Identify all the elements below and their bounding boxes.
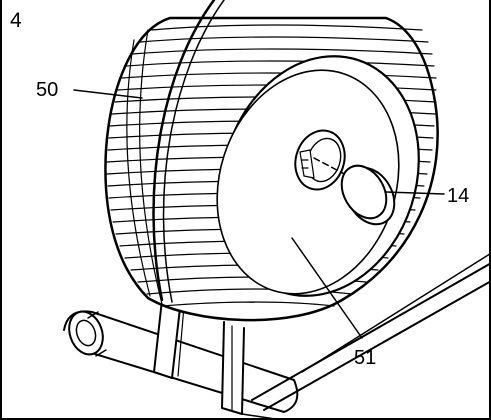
callout-label-51: 51	[354, 347, 377, 369]
leader-51	[291, 237, 363, 339]
step-number: 4	[10, 9, 22, 32]
frame-legs	[153, 299, 245, 415]
callout-label-50: 50	[36, 79, 59, 101]
frame-cross-tube	[63, 310, 299, 413]
frame-rail	[241, 253, 489, 418]
leader-lines	[73, 89, 445, 339]
leader-50	[73, 89, 143, 99]
leader-14	[385, 191, 445, 195]
callout-label-14: 14	[447, 185, 470, 207]
hub-cap-14	[340, 164, 396, 226]
drive-belt	[152, 0, 225, 303]
flywheel-cover-51	[216, 55, 420, 297]
